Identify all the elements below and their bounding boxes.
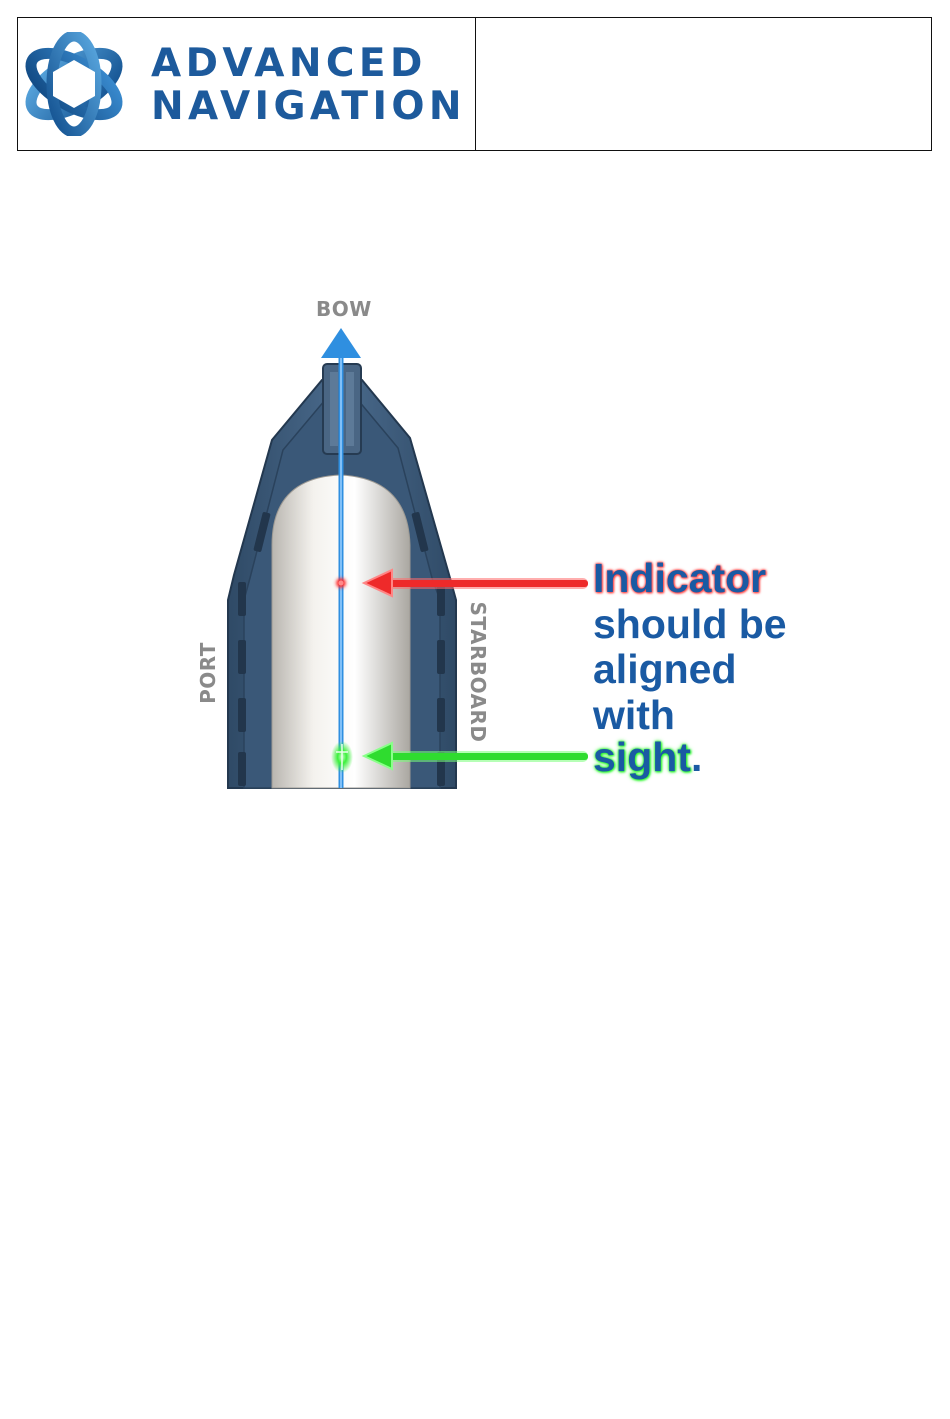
callout-line-indicator: Indicator <box>593 555 766 601</box>
starboard-label: STARBOARD <box>466 601 490 742</box>
bow-label: BOW <box>316 297 372 321</box>
callout-line-with: with <box>593 692 675 738</box>
callout-line-aligned: aligned <box>593 646 737 692</box>
bow-arrowhead <box>321 328 361 358</box>
callout-word-sight: sight <box>593 734 691 780</box>
callout-period: . <box>691 734 702 780</box>
callout-line-sight: sight. <box>593 734 702 780</box>
port-label: PORT <box>196 642 220 704</box>
callout-line-should-be: should be <box>593 601 787 647</box>
